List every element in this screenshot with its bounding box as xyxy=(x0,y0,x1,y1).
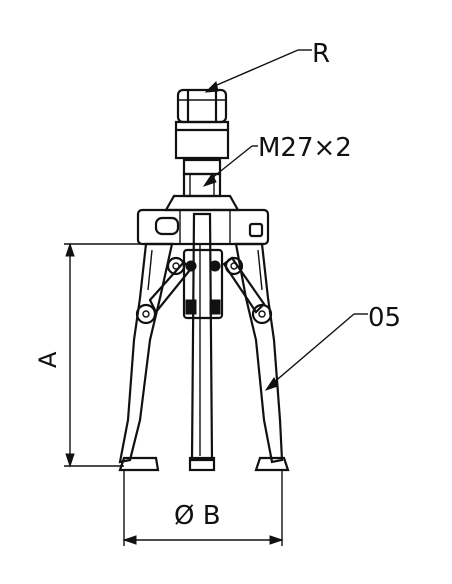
leader-thread xyxy=(202,145,258,187)
dimension-a xyxy=(64,242,146,468)
center-leg xyxy=(188,212,216,472)
left-leg xyxy=(118,242,192,472)
label-a: A xyxy=(34,351,62,368)
label-part: 05 xyxy=(368,303,401,333)
spindle xyxy=(182,158,222,198)
right-leg xyxy=(222,242,290,472)
leader-part xyxy=(264,313,368,391)
label-b: Ø B xyxy=(174,501,221,531)
leader-r xyxy=(204,49,312,93)
top-nut xyxy=(174,88,230,160)
yoke xyxy=(136,194,270,246)
label-thread: M27×2 xyxy=(258,133,352,163)
label-r: R xyxy=(312,39,330,69)
dimension-b xyxy=(122,470,284,546)
